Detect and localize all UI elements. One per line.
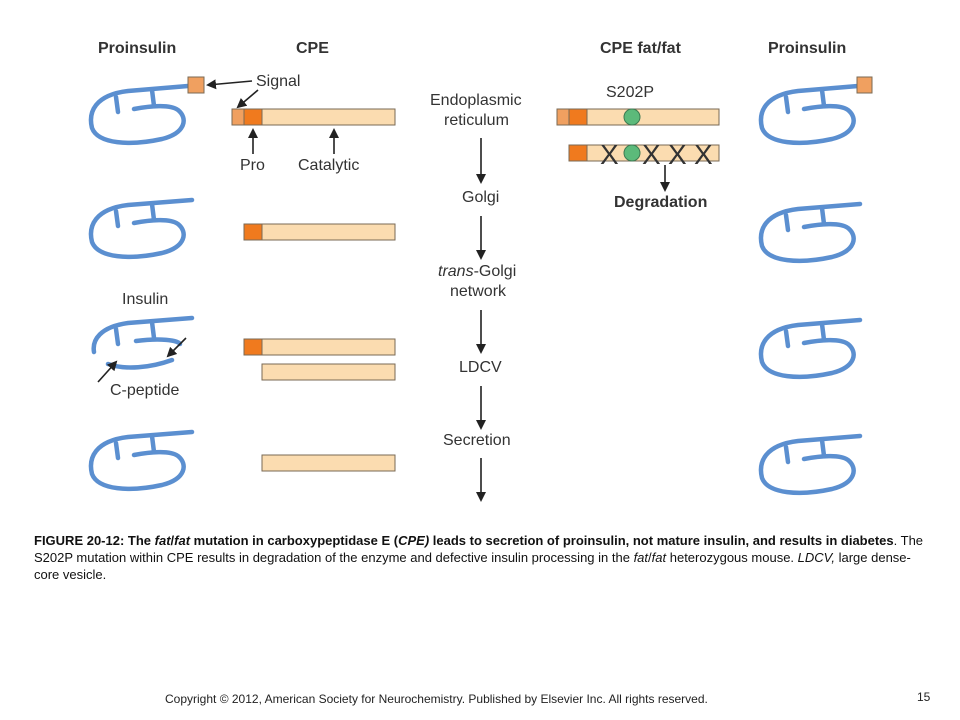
s202p-label: S202P — [606, 84, 654, 101]
proinsulin-chain — [88, 197, 195, 260]
proinsulin-chain — [88, 83, 191, 146]
s202p-mutation-dot — [623, 108, 641, 126]
cpe-bar-row3 — [243, 338, 396, 381]
cpe-bar-row2 — [243, 223, 396, 241]
proinsulin-chain — [88, 429, 195, 492]
cpe-cleaved-bar — [261, 363, 396, 381]
header-cpe-fat: CPE fat/fat — [600, 40, 682, 57]
proinsulin-chain — [758, 83, 861, 146]
degradation-mark: X — [642, 139, 661, 170]
proinsulin-chain — [758, 433, 863, 496]
proinsulin-chain — [758, 201, 863, 264]
insulin-label: Insulin — [122, 291, 168, 308]
degradation-mark: X — [600, 139, 619, 170]
proinsulin-chain — [758, 317, 863, 380]
pathway-tgn-line1: trans-Golgi — [438, 263, 516, 280]
cpe-fat-bar-2 — [568, 144, 720, 162]
pathway-secretion: Secretion — [443, 432, 511, 449]
c-peptide-arrow-right — [166, 337, 187, 358]
degradation-mark: X — [694, 139, 713, 170]
caption-figure-label: FIGURE 20-12: — [34, 533, 128, 548]
caption-text: . The S202P mutation within CPE results … — [34, 533, 924, 582]
signal-arrow — [206, 79, 253, 90]
cpe-bar-row1 — [231, 108, 396, 126]
c-peptide-arrow-left — [97, 360, 118, 383]
pathway-er-line2: reticulum — [444, 112, 509, 129]
header-cpe: CPE — [296, 40, 329, 57]
header-proinsulin-right: Proinsulin — [768, 40, 846, 57]
signal-peptide-box-right — [856, 76, 873, 94]
caption-bold: The fat/fat mutation in carboxypeptidase… — [127, 533, 894, 548]
insulin-chain — [91, 315, 195, 370]
pathway-golgi: Golgi — [462, 189, 499, 206]
s202p-mutation-dot — [623, 144, 641, 162]
pro-label: Pro — [240, 157, 265, 174]
cpe-bar-row4 — [261, 454, 396, 472]
proinsulin-chains-left — [88, 83, 195, 492]
page-number: 15 — [917, 690, 931, 704]
header-proinsulin-left: Proinsulin — [98, 40, 176, 57]
degradation-marks: X X X X — [600, 139, 713, 170]
proinsulin-chains-right — [758, 83, 863, 496]
pathway-ldcv: LDCV — [459, 359, 502, 376]
signal-arrow-cpe — [236, 89, 259, 109]
catalytic-label: Catalytic — [298, 157, 359, 174]
signal-label: Signal — [256, 73, 300, 90]
pathway-er-line1: Endoplasmic — [430, 92, 522, 109]
signal-peptide-box — [187, 76, 205, 94]
c-peptide-label: C-peptide — [110, 382, 179, 399]
copyright-notice: Copyright © 2012, American Society for N… — [165, 692, 708, 706]
degradation-mark: X — [668, 139, 687, 170]
degradation-label: Degradation — [614, 194, 707, 211]
cpe-fat-bar-1 — [556, 108, 720, 126]
pathway-tgn-line2: network — [450, 283, 507, 300]
figure-caption: FIGURE 20-12: The fat/fat mutation in ca… — [34, 532, 934, 583]
cpe-diagram: Proinsulin CPE CPE fat/fat Proinsulin — [88, 40, 873, 502]
